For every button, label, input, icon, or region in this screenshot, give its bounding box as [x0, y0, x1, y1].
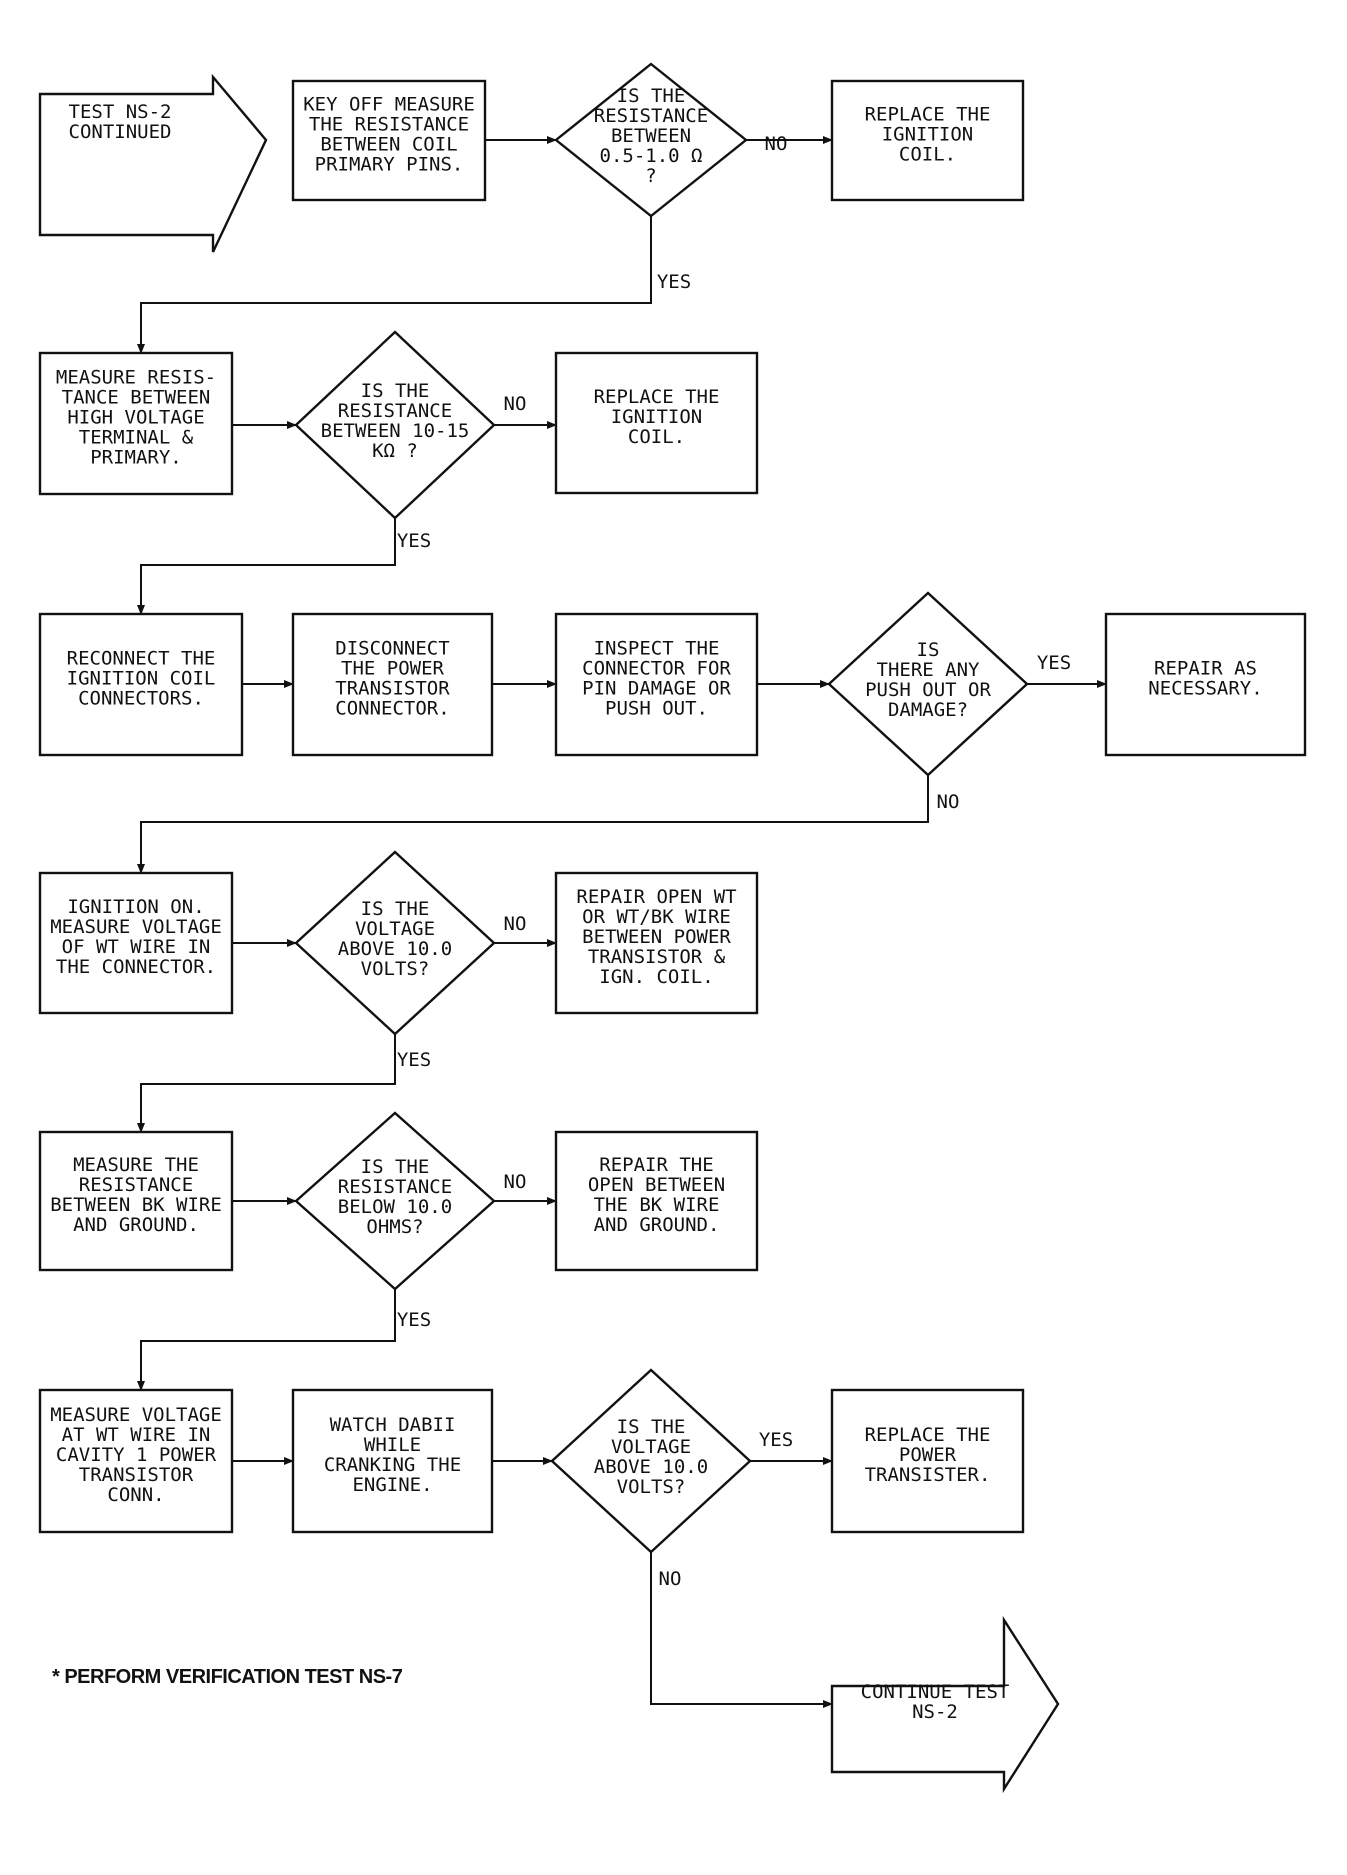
- process-box: [291, 79, 487, 202]
- process-box: [291, 612, 494, 757]
- process-box: [38, 1388, 234, 1534]
- edge-label-no-2: NO: [504, 393, 527, 415]
- decision-diamond: [294, 330, 496, 520]
- edge-label-yes-5: YES: [397, 1309, 431, 1331]
- connector-line: [137, 775, 929, 874]
- edge-label-yes-3: YES: [1037, 652, 1071, 674]
- process-box: [38, 612, 244, 757]
- process-box: [554, 1130, 759, 1272]
- connector-line: [137, 1289, 396, 1391]
- edge-label-no-5: NO: [504, 1171, 527, 1193]
- connector-line: [650, 1552, 833, 1708]
- edge-label-yes-1: YES: [657, 271, 691, 293]
- decision-diamond: [294, 850, 496, 1036]
- edge-label-yes-2: YES: [397, 530, 431, 552]
- process-box: [830, 1388, 1025, 1534]
- entry-arrow-shape: [38, 73, 268, 253]
- process-box: [554, 351, 759, 495]
- process-box: [38, 1130, 234, 1272]
- edge-label-no-1: NO: [765, 133, 788, 155]
- connector-line: [137, 216, 652, 354]
- connector-line: [137, 518, 396, 615]
- decision-diamond: [294, 1111, 496, 1291]
- process-box: [38, 351, 234, 496]
- edge-label-no-4: NO: [504, 913, 527, 935]
- connector-line: [137, 1034, 396, 1133]
- process-box: [554, 612, 759, 757]
- process-box: [1104, 612, 1307, 757]
- decision-diamond: [554, 62, 748, 218]
- edge-label-yes-6: YES: [759, 1429, 793, 1451]
- edge-label-no-6: NO: [659, 1568, 682, 1590]
- process-box: [291, 1388, 494, 1534]
- verification-note: * PERFORM VERIFICATION TEST NS-7: [52, 1666, 403, 1688]
- connector-lines: [137, 136, 1107, 1708]
- edge-label-no-3: NO: [937, 791, 960, 813]
- decision-diamond: [550, 1368, 752, 1554]
- process-box: [830, 79, 1025, 202]
- exit-arrow-shape: [830, 1615, 1060, 1794]
- decision-diamond: [827, 591, 1029, 777]
- process-box: [38, 871, 234, 1015]
- process-box: [554, 871, 759, 1015]
- edge-label-yes-4: YES: [397, 1049, 431, 1071]
- edge-labels: NO YES NO YES YES NO NO YES NO YES YES NO: [397, 133, 1071, 1590]
